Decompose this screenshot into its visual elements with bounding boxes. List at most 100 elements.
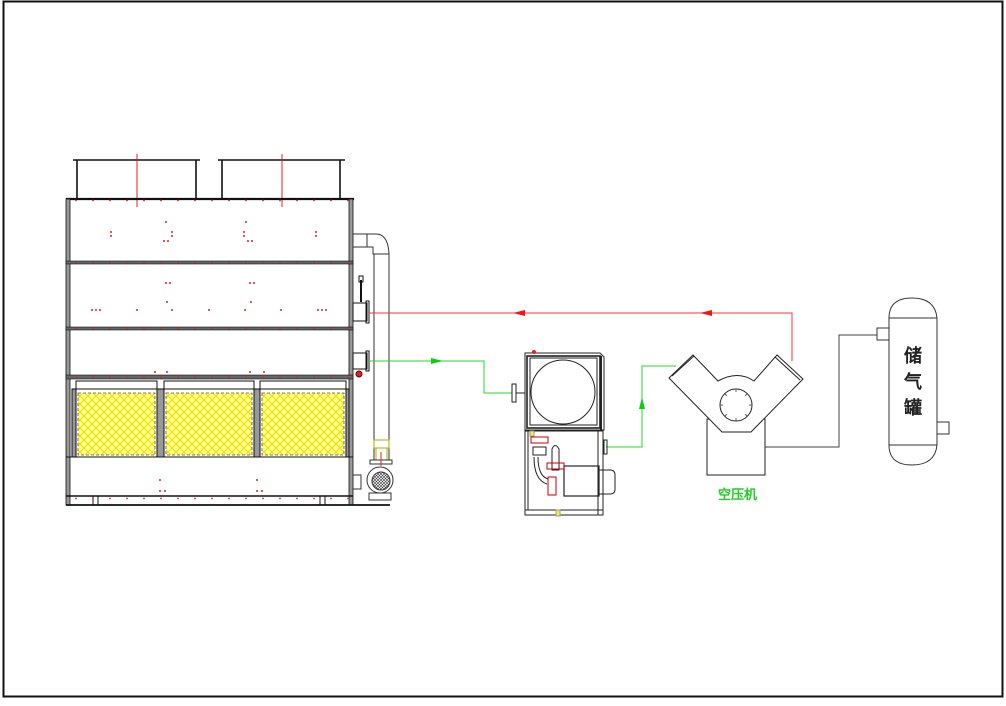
fastener-dot <box>211 327 213 330</box>
fastener-dot <box>110 235 112 237</box>
fastener-dot <box>347 199 349 202</box>
fastener-dot <box>243 235 245 237</box>
fill-media-panel-1 <box>77 392 156 456</box>
fastener-dot <box>211 497 213 500</box>
fastener-dot <box>279 199 281 202</box>
fastener-dot <box>194 261 196 264</box>
fastener-dot <box>325 309 327 311</box>
fastener-dot <box>330 327 332 330</box>
fastener-dot <box>163 240 165 242</box>
fastener-dot <box>279 327 281 330</box>
fastener-dot <box>253 282 255 284</box>
fastener-dot <box>245 497 247 500</box>
fastener-dot <box>159 479 161 481</box>
fastener-dot <box>330 497 332 500</box>
fastener-dot <box>330 199 332 202</box>
water-tank-pump-unit <box>511 350 616 517</box>
fastener-dot <box>75 199 77 202</box>
fastener-dot <box>171 309 173 311</box>
fastener-dot <box>194 327 196 330</box>
fastener-dot <box>262 261 264 264</box>
fastener-dot <box>256 479 258 481</box>
fastener-dot <box>143 376 145 379</box>
fastener-dot <box>279 497 281 500</box>
fastener-dot <box>92 261 94 264</box>
fastener-dots <box>75 199 349 500</box>
fastener-dot <box>165 221 167 223</box>
fastener-dot <box>109 261 111 264</box>
fastener-dot <box>91 309 93 311</box>
fastener-dot <box>171 235 173 237</box>
fastener-dot <box>171 231 173 233</box>
fastener-dot <box>75 497 77 500</box>
fastener-dot <box>321 309 323 311</box>
fastener-dot <box>296 261 298 264</box>
fastener-dot <box>99 309 101 311</box>
fastener-dot <box>245 327 247 330</box>
fastener-dot <box>109 376 111 379</box>
air-storage-tank <box>876 297 950 466</box>
flow-arrow-hot-2 <box>513 310 525 316</box>
fastener-dot <box>262 199 264 202</box>
fastener-dot <box>330 261 332 264</box>
fastener-dot <box>279 261 281 264</box>
fastener-dot <box>347 327 349 330</box>
air-inlet-louvers <box>71 380 350 458</box>
fastener-dot <box>262 497 264 500</box>
dial-tick <box>724 393 728 397</box>
fastener-dot <box>194 376 196 379</box>
fastener-dot <box>313 199 315 202</box>
fastener-dot <box>177 497 179 500</box>
fastener-dot <box>164 490 166 492</box>
cold-outlet-nozzle <box>352 350 370 378</box>
fastener-dot <box>109 199 111 202</box>
fastener-dot <box>92 199 94 202</box>
fastener-dot <box>228 376 230 379</box>
fastener-dot <box>279 376 281 379</box>
fastener-dot <box>160 261 162 264</box>
dial-tick <box>744 393 748 397</box>
fastener-dot <box>249 371 251 373</box>
fastener-dot <box>143 261 145 264</box>
cooling-tower <box>65 154 394 506</box>
dial-tick <box>744 413 748 417</box>
fastener-dot <box>143 199 145 202</box>
fastener-dot <box>228 199 230 202</box>
fastener-dot <box>154 371 156 373</box>
fastener-dot <box>313 327 315 330</box>
fastener-dot <box>243 231 245 233</box>
compressor-label: 空压机 <box>718 487 757 503</box>
fastener-dot <box>126 497 128 500</box>
fastener-dot <box>109 497 111 500</box>
fastener-dot <box>95 309 97 311</box>
fastener-dot <box>245 199 247 202</box>
fastener-dot <box>251 240 253 242</box>
fastener-dot <box>261 490 263 492</box>
flow-arrow-hot-1 <box>700 310 712 316</box>
tank-label-char-1: 储 <box>903 345 922 367</box>
fastener-dot <box>330 376 332 379</box>
fastener-dot <box>159 490 161 492</box>
fastener-dot <box>296 497 298 500</box>
fastener-dot <box>109 327 111 330</box>
fastener-dot <box>245 261 247 264</box>
fastener-dot <box>166 371 168 373</box>
fastener-dot <box>143 327 145 330</box>
fastener-dot <box>160 376 162 379</box>
fastener-dot <box>228 327 230 330</box>
fastener-dot <box>126 199 128 202</box>
fastener-dot <box>194 199 196 202</box>
fastener-dot <box>315 231 317 233</box>
fastener-dot <box>75 261 77 264</box>
flow-arrow-cold-2 <box>639 397 645 409</box>
tower-casing <box>65 197 390 506</box>
fastener-dot <box>211 376 213 379</box>
fastener-dot <box>110 231 112 233</box>
flow-arrow-cold-1 <box>431 358 443 364</box>
fastener-dot <box>313 376 315 379</box>
fastener-dot <box>160 497 162 500</box>
fastener-dot <box>160 327 162 330</box>
fastener-dot <box>165 282 167 284</box>
fastener-dot <box>169 282 171 284</box>
cold-supply-line <box>369 358 676 448</box>
